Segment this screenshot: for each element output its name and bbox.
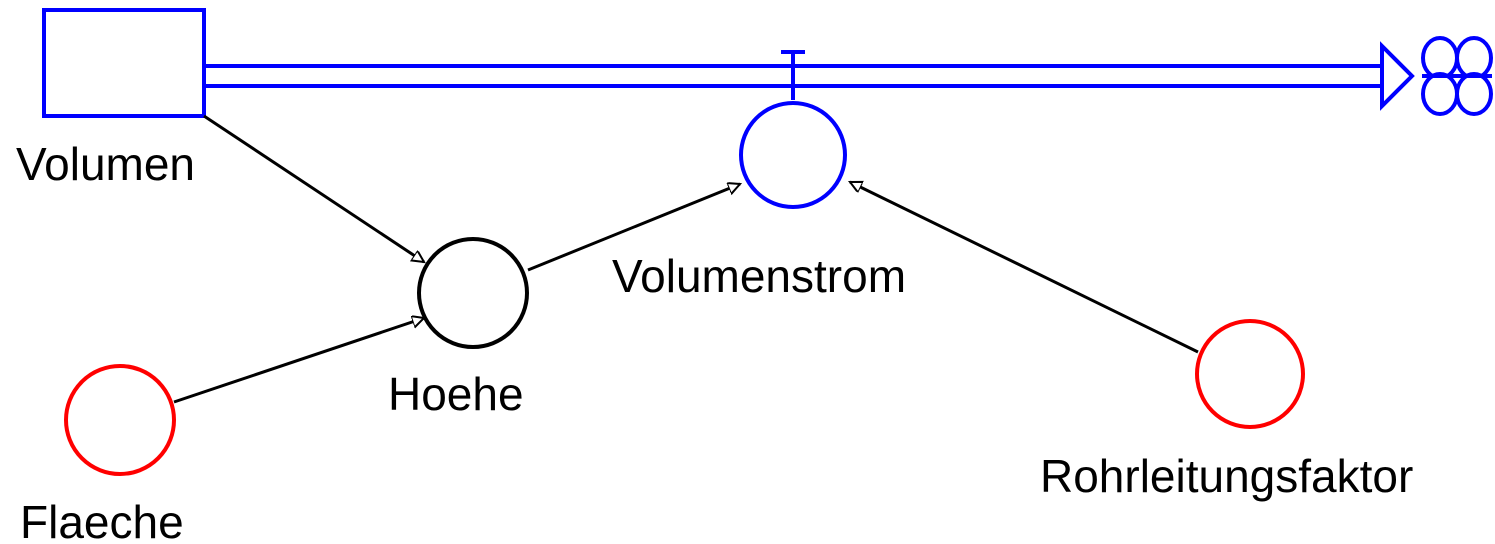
flow-arrowhead (1380, 41, 1415, 111)
node-rohrleitungsfaktor[interactable] (1195, 319, 1305, 429)
link-flaeche-hoehe (173, 318, 424, 404)
label-rohrleitungsfaktor: Rohrleitungsfaktor (1040, 450, 1413, 502)
link-hoehe-volumenstrom (527, 184, 740, 272)
cloud-sink-icon (1421, 36, 1493, 116)
label-flaeche: Flaeche (20, 496, 184, 544)
label-volumen: Volumen (16, 138, 195, 190)
node-flaeche[interactable] (64, 364, 176, 476)
stock-volumen[interactable] (42, 8, 206, 118)
valve-icon (781, 50, 805, 100)
label-volumenstrom: Volumenstrom (612, 250, 906, 302)
label-hoehe: Hoehe (388, 368, 524, 420)
link-rohrleitungsfaktor-volumenstrom (850, 180, 1199, 354)
node-hoehe[interactable] (417, 237, 529, 349)
link-volumen-hoehe (203, 114, 424, 264)
node-volumenstrom[interactable] (739, 101, 847, 209)
